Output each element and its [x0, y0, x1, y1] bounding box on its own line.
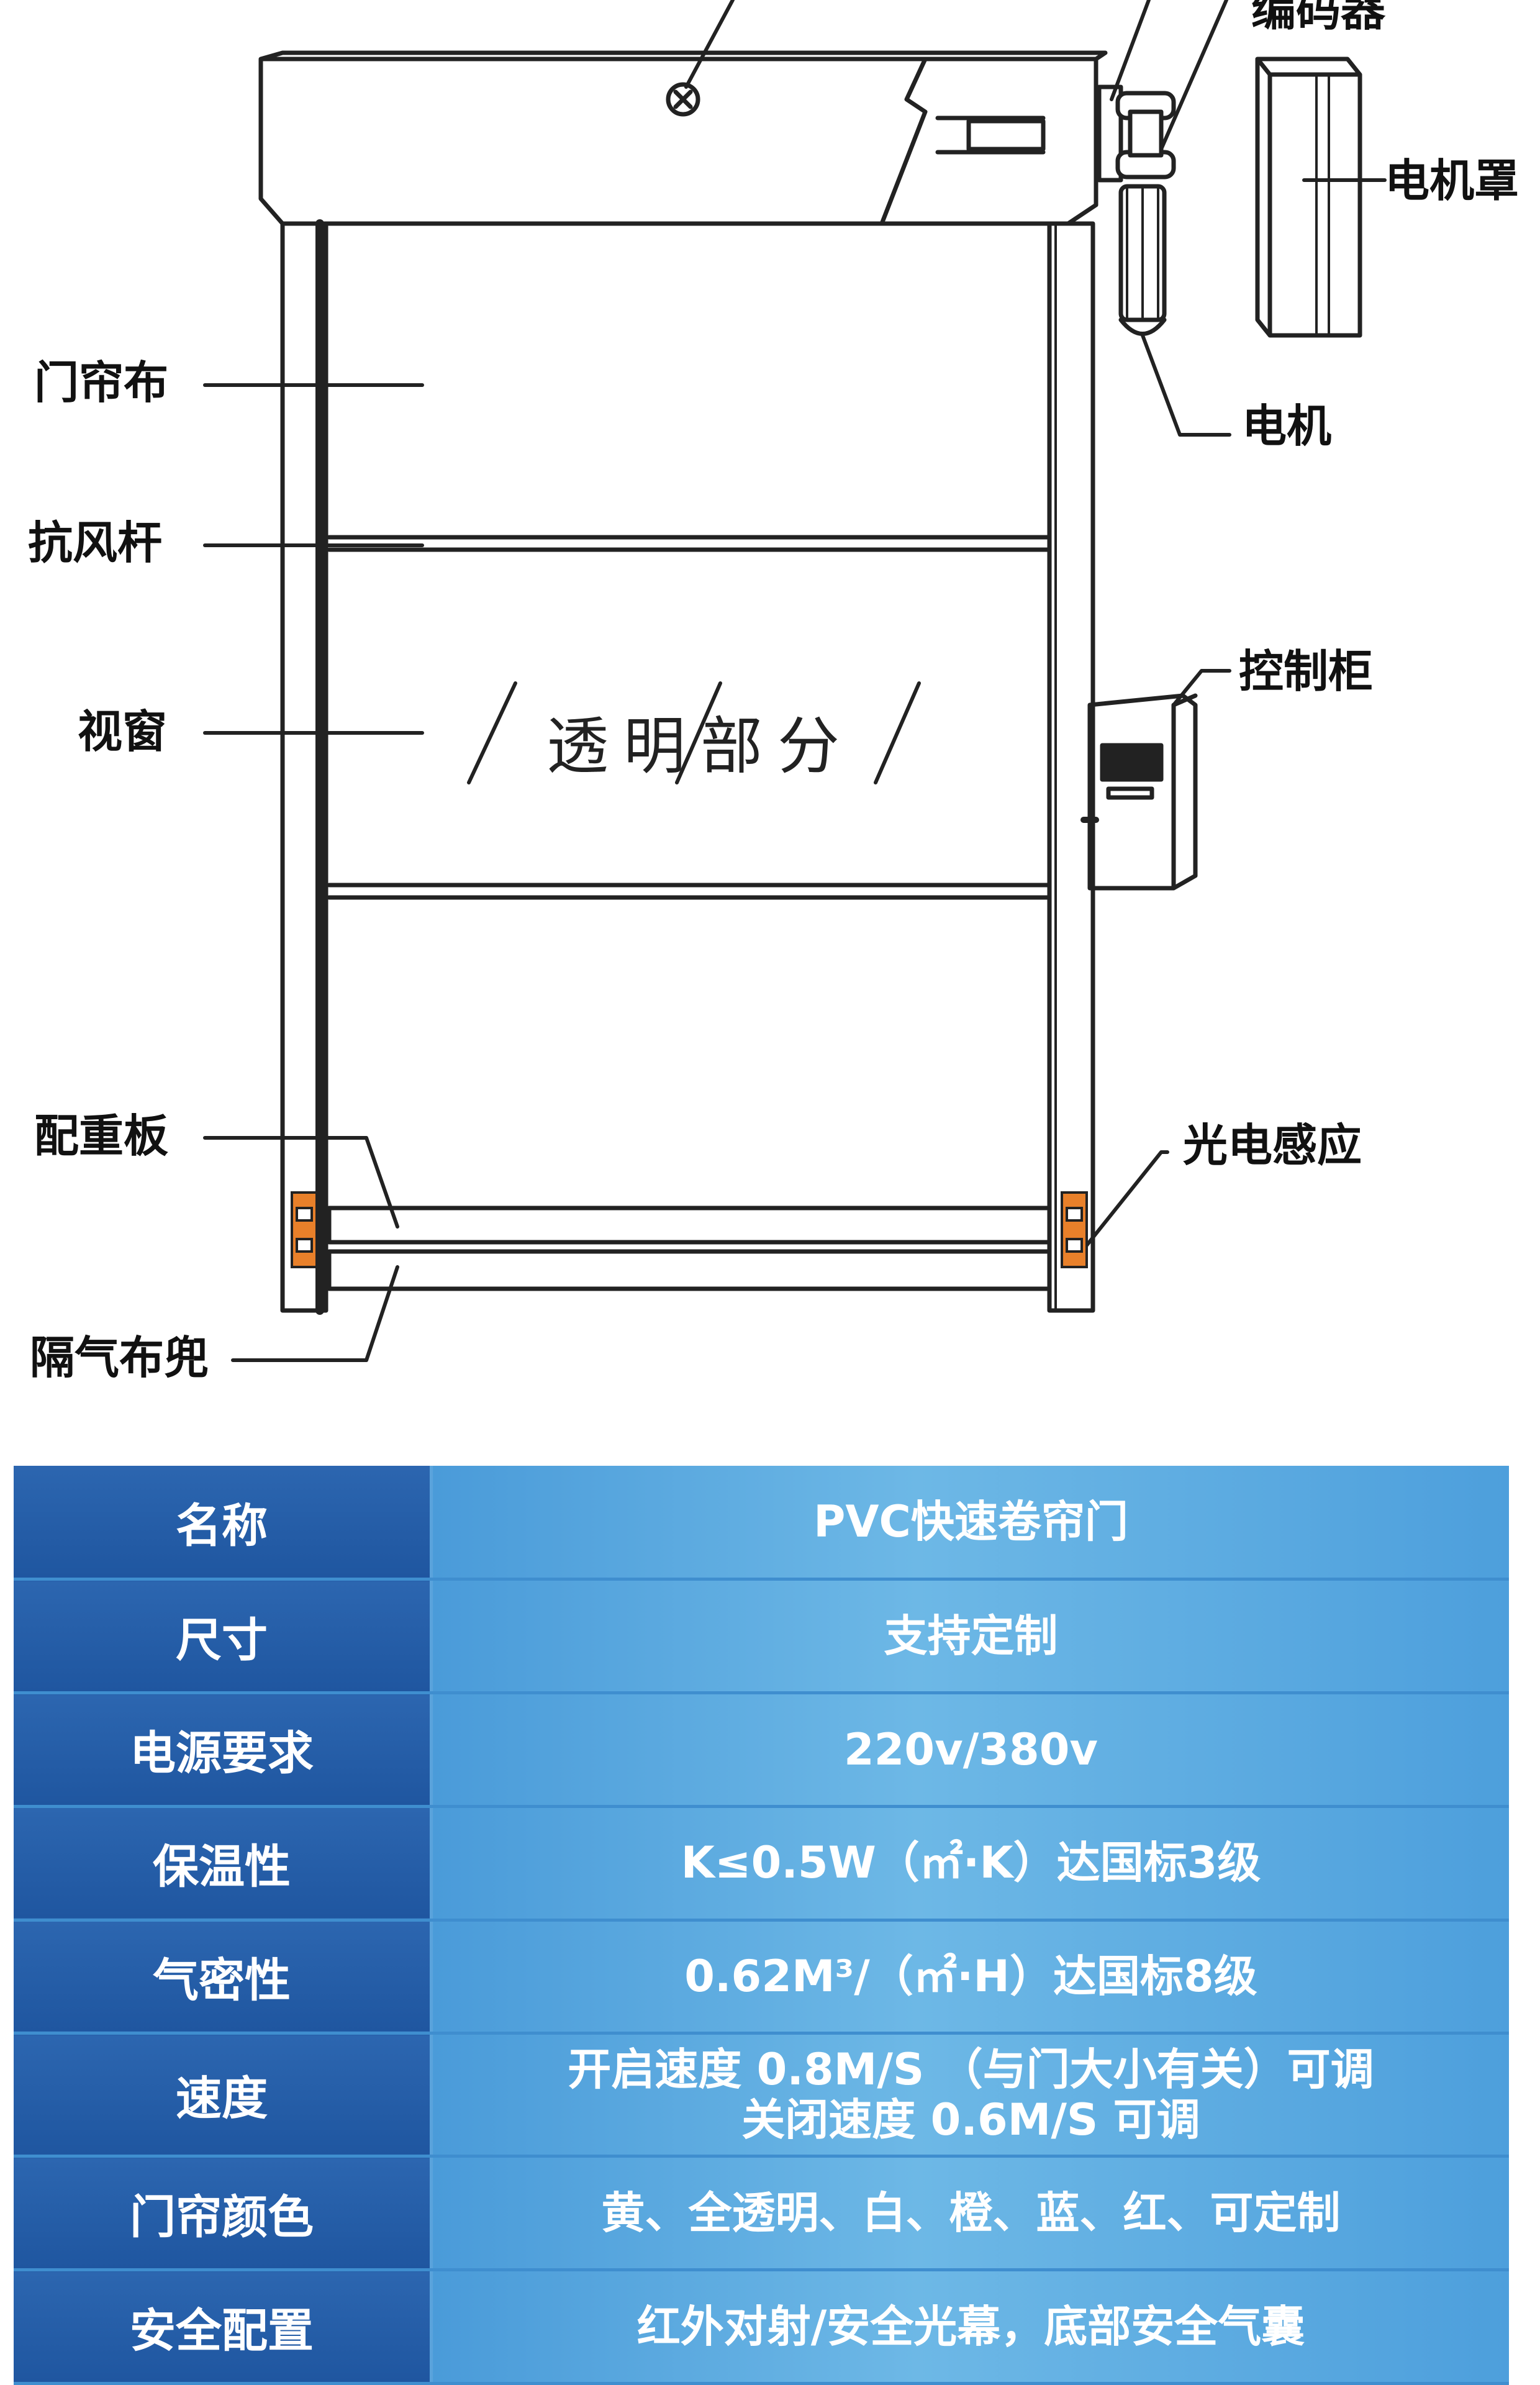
sensor-left — [291, 1191, 318, 1268]
label-view-window: 视窗 — [78, 706, 168, 758]
spec-value: 支持定制 — [431, 1579, 1509, 1695]
label-motor-cover: 电机罩 — [1385, 155, 1520, 207]
spec-row: 尺寸 支持定制 — [14, 1579, 1509, 1695]
spec-value-line: 黄、全透明、白、橙、蓝、红、可定制 — [601, 2187, 1341, 2239]
spec-value: 0.62M³/（㎡·H）达国标8级 — [431, 1920, 1509, 2035]
spec-table: 名称 PVC快速卷帘门尺寸 支持定制电源要求 220v/380v 保温性 K≤0.5W（㎡… — [14, 1466, 1509, 2385]
spec-row: 保温性 K≤0.5W（㎡·K）达国标3级 — [14, 1806, 1509, 1922]
label-encoder: 编码器 — [1251, 0, 1386, 36]
label-air-pocket: 隔气布兜 — [30, 1332, 209, 1384]
spec-key: 安全配置 — [14, 2269, 433, 2385]
label-counterweight: 配重板 — [34, 1110, 169, 1162]
label-control-cabinet: 控制柜 — [1239, 645, 1374, 697]
sensor-right — [1061, 1191, 1088, 1268]
spec-value-line: 220v/380v — [843, 1724, 1098, 1775]
spec-value-line: 红外对射/安全光幕，底部安全气囊 — [636, 2301, 1305, 2352]
spec-value: 220v/380v — [431, 1692, 1509, 1808]
spec-key: 电源要求 — [14, 1692, 433, 1808]
spec-key: 尺寸 — [14, 1579, 433, 1695]
encoder-mark — [666, 82, 700, 117]
spec-key: 门帘颜色 — [14, 2156, 433, 2272]
label-wind-bar: 抗风杆 — [28, 517, 163, 569]
spec-value-line: 关闭速度 0.6M/S 可调 — [741, 2094, 1200, 2145]
spec-row: 安全配置 红外对射/安全光幕，底部安全气囊 — [14, 2269, 1509, 2385]
label-photo-sensor: 光电感应 — [1183, 1119, 1362, 1171]
air-pocket-bar — [327, 1249, 1052, 1291]
label-curtain-fabric: 门帘布 — [34, 357, 169, 409]
door-diagram: 编码器 电机罩 电机 门帘布 抗风杆 视窗 控制柜 配重板 光电感应 隔气布兜 … — [28, 0, 1520, 1384]
window-transparent-text: 透明部分 — [546, 710, 854, 783]
spec-row: 速度开启速度 0.8M/S （与门大小有关）可调关闭速度 0.6M/S 可调 — [14, 2033, 1509, 2158]
spec-value-line: 支持定制 — [884, 1610, 1058, 1661]
spec-key: 名称 — [14, 1466, 433, 1581]
spec-row: 名称 PVC快速卷帘门 — [14, 1466, 1509, 1581]
spec-row: 门帘颜色 黄、全透明、白、橙、蓝、红、可定制 — [14, 2156, 1509, 2272]
spec-value: 红外对射/安全光幕，底部安全气囊 — [431, 2269, 1509, 2385]
roller-box — [258, 50, 1108, 226]
spec-value-line: 开启速度 0.8M/S （与门大小有关）可调 — [568, 2044, 1374, 2096]
label-motor: 电机 — [1242, 400, 1332, 452]
spec-key: 气密性 — [14, 1920, 433, 2035]
spec-value: 开启速度 0.8M/S （与门大小有关）可调关闭速度 0.6M/S 可调 — [431, 2033, 1509, 2158]
spec-value-line: PVC快速卷帘门 — [813, 1496, 1128, 1547]
spec-key: 保温性 — [14, 1806, 433, 1922]
roller-box-cut — [879, 57, 928, 226]
spec-key: 速度 — [14, 2033, 433, 2158]
control-cabinet-box — [1087, 693, 1198, 891]
spec-row: 电源要求 220v/380v — [14, 1692, 1509, 1808]
spec-value: K≤0.5W（㎡·K）达国标3级 — [431, 1806, 1509, 1922]
motor-cover-box — [1255, 57, 1362, 338]
spec-value-line: K≤0.5W（㎡·K）达国标3级 — [681, 1837, 1261, 1889]
spec-row: 气密性 0.62M³/（㎡·H）达国标8级 — [14, 1920, 1509, 2035]
spec-value-line: 0.62M³/（㎡·H）达国标8级 — [684, 1951, 1257, 2002]
door-drawing — [203, 0, 1387, 1362]
spec-value: PVC快速卷帘门 — [431, 1466, 1509, 1581]
counterweight-bar — [327, 1206, 1052, 1245]
spec-value: 黄、全透明、白、橙、蓝、红、可定制 — [431, 2156, 1509, 2272]
